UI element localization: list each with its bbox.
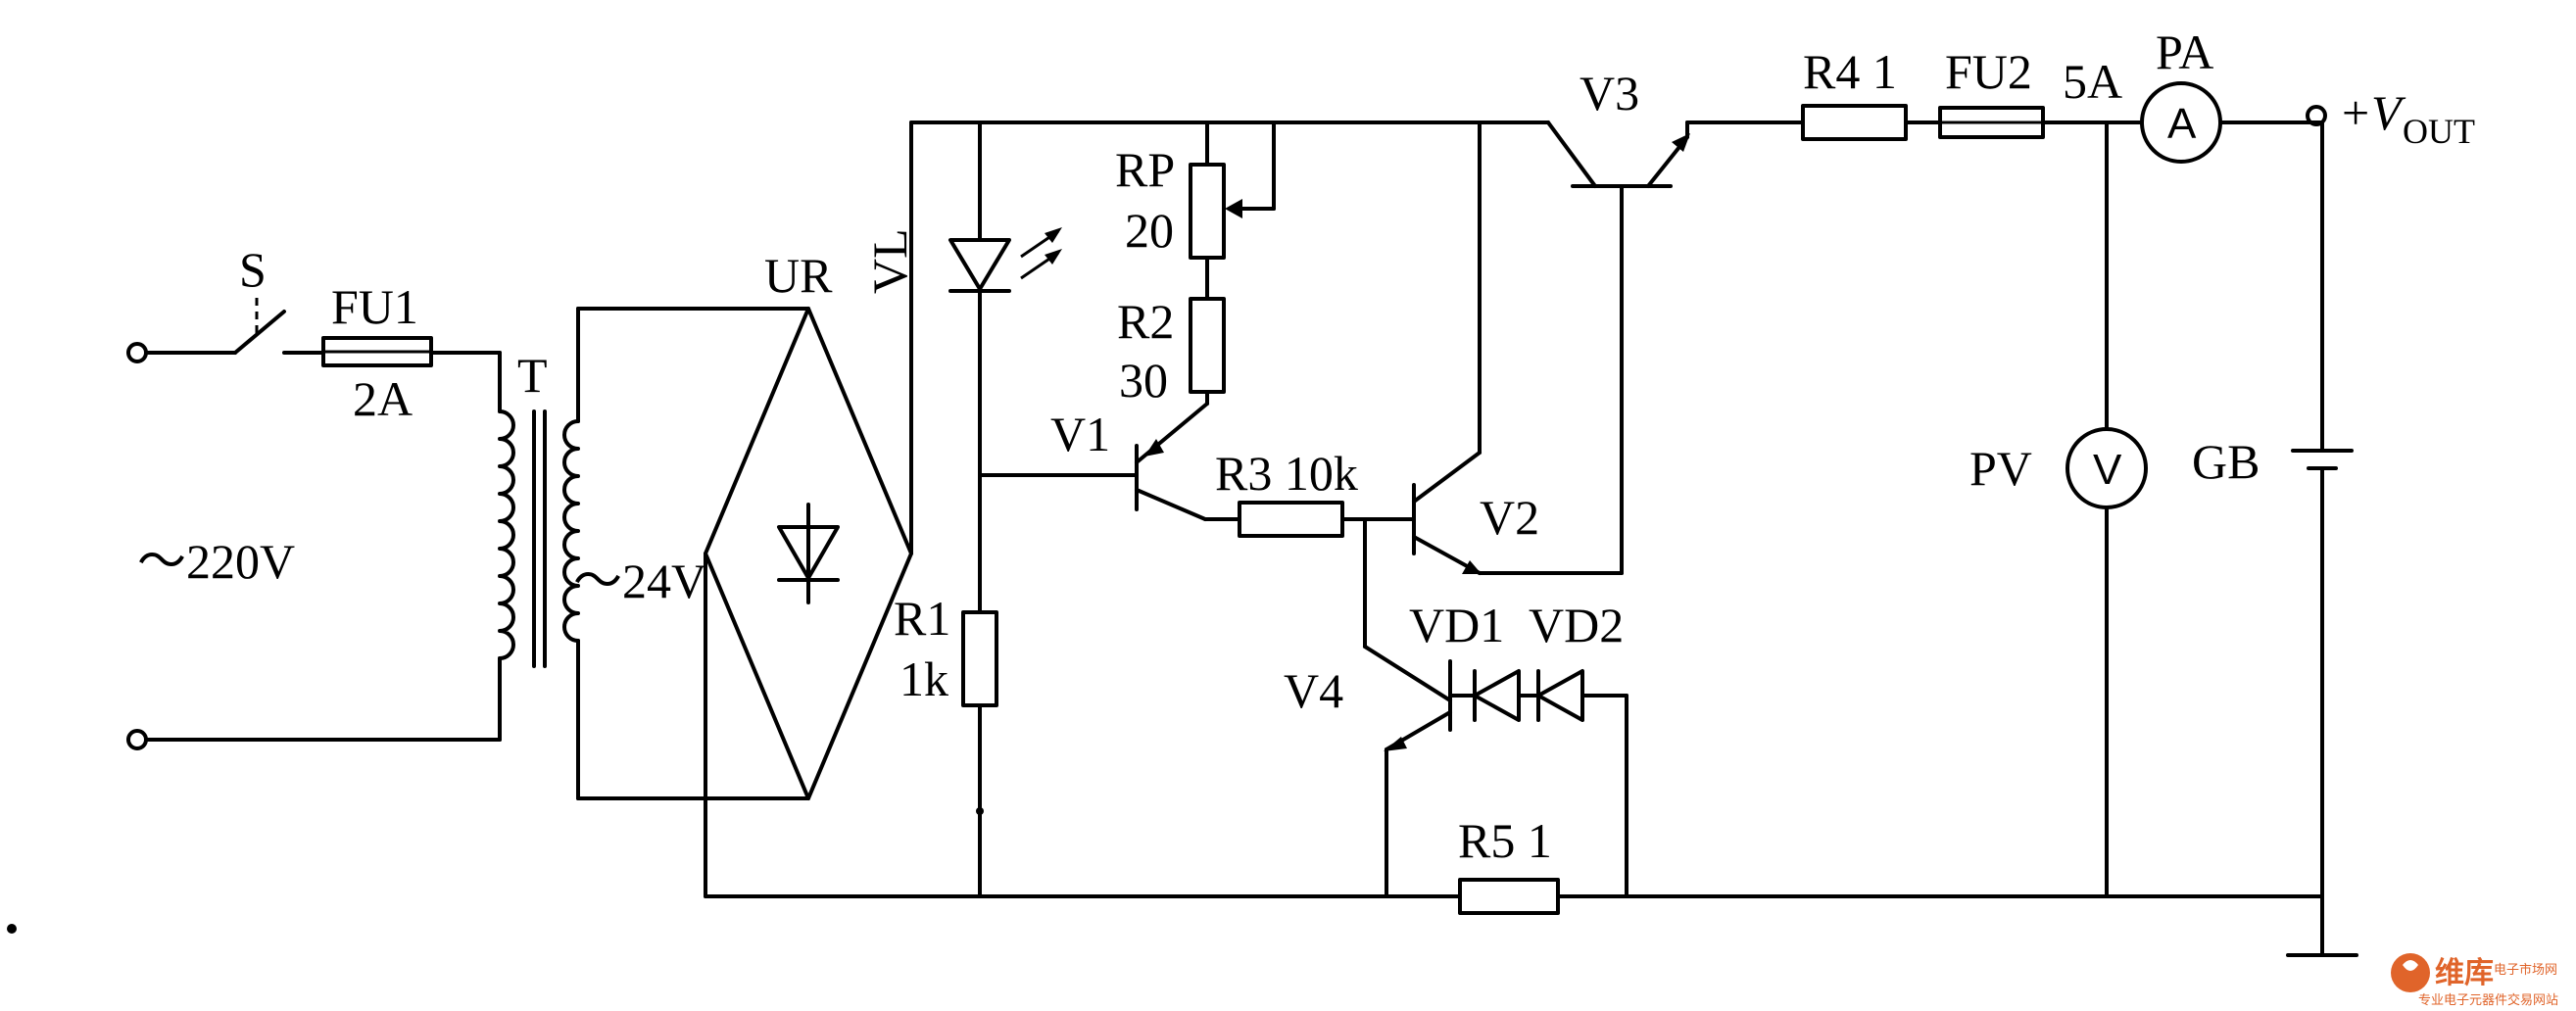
fuse-fu2-rating: 5A [2063, 54, 2122, 109]
r5-label: R5 1 [1458, 813, 1552, 868]
fuse-fu1-label: FU1 [331, 279, 418, 334]
vd2-label: VD2 [1529, 598, 1624, 652]
transformer-icon: T ～24V [144, 307, 706, 800]
output-terminal: + V OUT [2306, 85, 2475, 151]
output-v: V [2371, 85, 2406, 140]
transistor-v1: V1 [1050, 402, 1241, 521]
v2-label: V2 [1480, 490, 1539, 545]
resistor-r5: R5 1 [1458, 813, 1560, 915]
v4-label: V4 [1284, 663, 1343, 718]
output-plus: + [2342, 85, 2369, 140]
v3-label: V3 [1580, 66, 1639, 120]
transistor-v4: V4 [1284, 659, 1452, 898]
ammeter-label: PA [2156, 24, 2213, 79]
led-icon: VL [862, 120, 1062, 614]
v4-collector-wire [1363, 645, 1452, 702]
resistor-r1: R1 1k [894, 591, 998, 898]
fuse-fu1: FU1 2A [321, 279, 502, 426]
rp-value: 20 [1125, 203, 1174, 258]
transistor-v3: V3 [1546, 66, 1805, 188]
r4-label: R4 1 [1803, 44, 1897, 99]
resistor-r2: R2 30 [1117, 294, 1226, 408]
resistor-r3: R3 10k [1215, 446, 1416, 538]
v1-label: V1 [1050, 407, 1110, 461]
voltmeter-symbol: V [2093, 446, 2122, 494]
fuse-fu2-label: FU2 [1945, 44, 2032, 99]
ammeter-pa: A PA [2140, 24, 2309, 164]
ammeter-symbol: A [2167, 100, 2197, 148]
fuse-fu1-rating: 2A [353, 371, 413, 426]
watermark-tagline: 专业电子元器件交易网站 [2418, 992, 2558, 1007]
transistor-v2: V2 [1412, 120, 1624, 575]
diode-icon: VD1 VD2 [1409, 598, 1628, 898]
transformer-label: T [517, 348, 548, 403]
r3-label: R3 10k [1215, 446, 1358, 501]
battery-label: GB [2192, 434, 2260, 489]
rp-label: RP [1115, 142, 1175, 197]
r1-value: 1k [899, 651, 948, 706]
watermark-suffix: 电子市场网 [2494, 962, 2557, 977]
watermark-brand: 维库 [2435, 957, 2494, 989]
potentiometer-rp: RP 20 [1115, 120, 1276, 301]
resistor-r4: R4 1 [1801, 44, 1942, 141]
secondary-voltage-label: ～24V [573, 554, 706, 608]
voltmeter-pv: V PV [1969, 120, 2148, 898]
bridge-label: UR [764, 248, 833, 303]
voltmeter-label: PV [1969, 441, 2032, 496]
r1-label: R1 [894, 591, 950, 646]
fuse-fu2: FU2 5A [1938, 44, 2143, 139]
switch-label: S [239, 242, 267, 297]
vd1-label: VD1 [1409, 598, 1504, 652]
output-sub: OUT [2403, 112, 2475, 151]
r2-value: 30 [1119, 353, 1168, 408]
battery-icon: GB [2192, 120, 2358, 957]
stray-dot [7, 924, 17, 934]
input-voltage-label: ～220V [137, 534, 295, 589]
r2-label: R2 [1117, 294, 1174, 349]
led-label: VL [862, 228, 917, 294]
switch-s: S [144, 242, 325, 355]
watermark-logo: 维库 电子市场网 专业电子元器件交易网站 [2391, 953, 2558, 1007]
bridge-rectifier-icon: UR [576, 248, 913, 800]
